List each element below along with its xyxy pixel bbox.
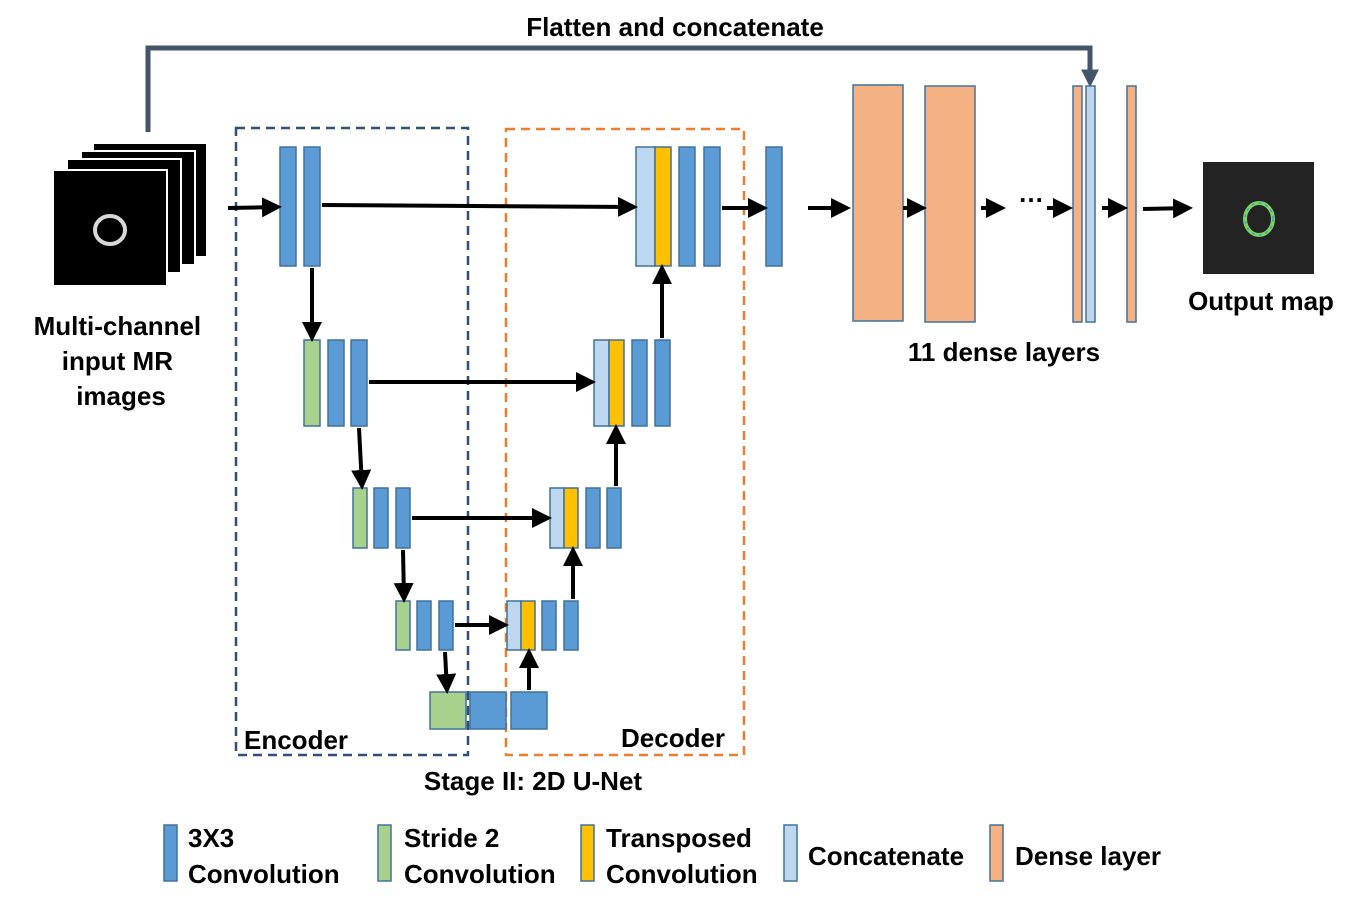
dec4-transposed [520,600,536,651]
skip-arrow-1 [321,196,638,217]
output-map-label: Output map [1188,286,1334,316]
dec4-conv-b [563,600,579,651]
legend-swatch-stride2 [377,824,392,882]
legend-text-transposed-2: Convolution [606,859,758,889]
legend: 3X3 Convolution Stride 2 Convolution Tra… [163,823,1161,889]
enc4-conv-a [416,600,432,651]
dense-layer-n [1126,85,1137,323]
down-arrow-2 [351,427,372,490]
legend-text-conv3x3-1: 3X3 [188,823,234,853]
legend-text-transposed-1: Transposed [606,823,752,853]
stage-label: Stage II: 2D U-Net [424,766,642,796]
dec3-transposed [563,487,579,549]
dec4-concat [506,600,522,651]
flatten-concat-path [145,45,1099,132]
input-ring [93,214,127,246]
input-label: Multi-channel input MR images [34,311,209,411]
dense-layer-1 [852,84,904,322]
arrows [227,196,1193,694]
legend-swatch-conv3x3 [163,824,178,882]
dense-layer-2 [924,85,976,323]
legend-item-concatenate: Concatenate [783,824,964,882]
legend-text-concatenate: Concatenate [808,841,964,871]
dec1-transposed [654,146,672,267]
legend-text-stride2-1: Stride 2 [404,823,499,853]
encoder-label: Encoder [244,725,348,755]
dec3-conv-b [606,487,622,549]
legend-swatch-transposed [580,824,595,882]
dec2-concat [593,339,610,427]
bottleneck-conv-a [469,691,507,730]
enc2-conv-b [350,339,368,427]
dec4-conv-a [541,600,557,651]
enc4-stride [395,600,411,651]
decoder-box [504,127,746,757]
dec3-concat [549,487,565,549]
enc1-conv-b [303,146,321,267]
dec2-conv-a [631,339,648,427]
legend-item-conv3x3: 3X3 Convolution [163,823,340,889]
dec1-conv-b [703,146,721,267]
down-arrow-4 [436,651,457,694]
dec2-transposed [608,339,625,427]
enc2-conv-a [327,339,345,427]
svg-text:Stride 2 Convolution: Stride 2 Convolution [404,823,556,889]
enc3-stride [352,487,368,549]
bottleneck-conv-b [510,691,548,730]
dec3-conv-a [585,487,601,549]
input-image-stack [52,142,208,287]
legend-item-dense: Dense layer [989,824,1161,882]
dec1-conv-a [678,146,696,267]
enc4-conv-b [438,600,454,651]
encoder-box [234,126,470,757]
legend-item-transposed: Transposed Convolution [580,823,759,889]
dense-concat [1085,85,1096,323]
dense-layers-label: 11 dense layers [908,337,1100,367]
output-map-image [1203,162,1314,274]
bottleneck-stride [429,691,467,730]
legend-text-conv3x3-2: Convolution [188,859,340,889]
svg-text:Transposed Convolution: Transposed Convolution [606,823,759,889]
svg-text:3X3 Convolution: 3X3 Convolution [188,823,340,889]
enc1-conv-a [279,146,297,267]
legend-swatch-concatenate [783,824,798,882]
title-label: Flatten and concatenate [526,12,824,42]
legend-text-stride2-2: Convolution [404,859,556,889]
enc2-stride [303,339,321,427]
dense-layer-n-1 [1072,85,1083,323]
legend-item-stride2: Stride 2 Convolution [377,823,556,889]
enc3-conv-b [395,487,411,549]
dec1-concat [635,146,656,267]
dense-ellipsis: … [1018,178,1044,208]
legend-text-dense: Dense layer [1015,841,1161,871]
down-arrow-3 [393,549,414,603]
dec2-conv-b [654,339,671,427]
arrow-input-to-enc1 [227,197,282,218]
decoder-label: Decoder [621,723,725,753]
enc3-conv-a [373,487,389,549]
unet-output-conv [765,146,783,267]
legend-swatch-dense [989,824,1004,882]
arrow-to-output [1142,198,1193,219]
